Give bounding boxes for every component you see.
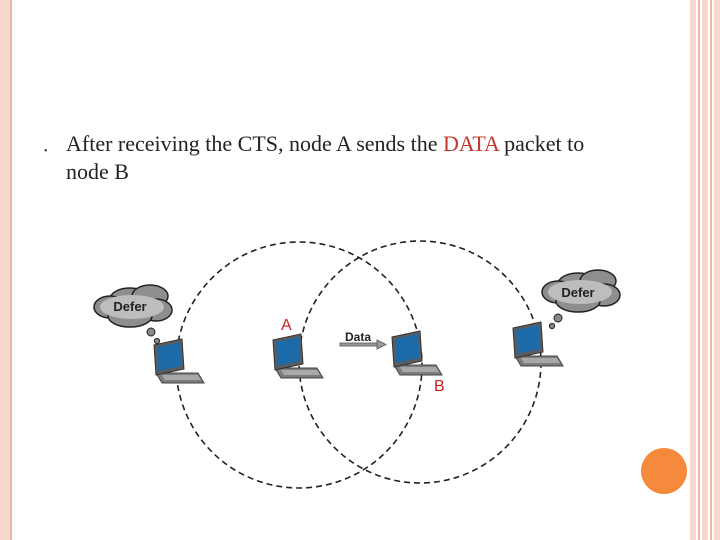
bullet-text-start: After receiving the CTS, node A sends th… (66, 131, 443, 156)
data-keyword: DATA (442, 131, 499, 156)
laptop-right (512, 321, 564, 367)
range-circle-b (298, 240, 542, 484)
left-thought-dot-large (146, 327, 156, 337)
bullet-marker: • (44, 146, 48, 157)
right-thought-dot-large (553, 313, 563, 323)
right-defer-cloud: Defer (541, 269, 621, 313)
node-a-label: A (281, 317, 292, 334)
left-frame-band (0, 0, 10, 540)
laptop-node-a (272, 333, 324, 379)
bullet-text-end: packet to node B (66, 131, 585, 184)
data-arrow-label: Data (345, 330, 371, 344)
decorative-orange-circle (641, 448, 687, 494)
left-frame-line (10, 0, 12, 540)
laptop-left (153, 338, 205, 384)
laptop-node-b (391, 330, 443, 376)
right-defer-label: Defer (561, 285, 594, 300)
left-defer-cloud: Defer (93, 284, 173, 328)
node-b-label: B (434, 378, 445, 395)
bullet-text: After receiving the CTS, node A sends th… (66, 130, 626, 186)
data-arrow (339, 339, 387, 350)
right-frame-band (690, 0, 720, 540)
right-thought-dot-small (548, 322, 556, 330)
left-defer-label: Defer (113, 299, 146, 314)
left-thought-dot-small (153, 337, 161, 345)
